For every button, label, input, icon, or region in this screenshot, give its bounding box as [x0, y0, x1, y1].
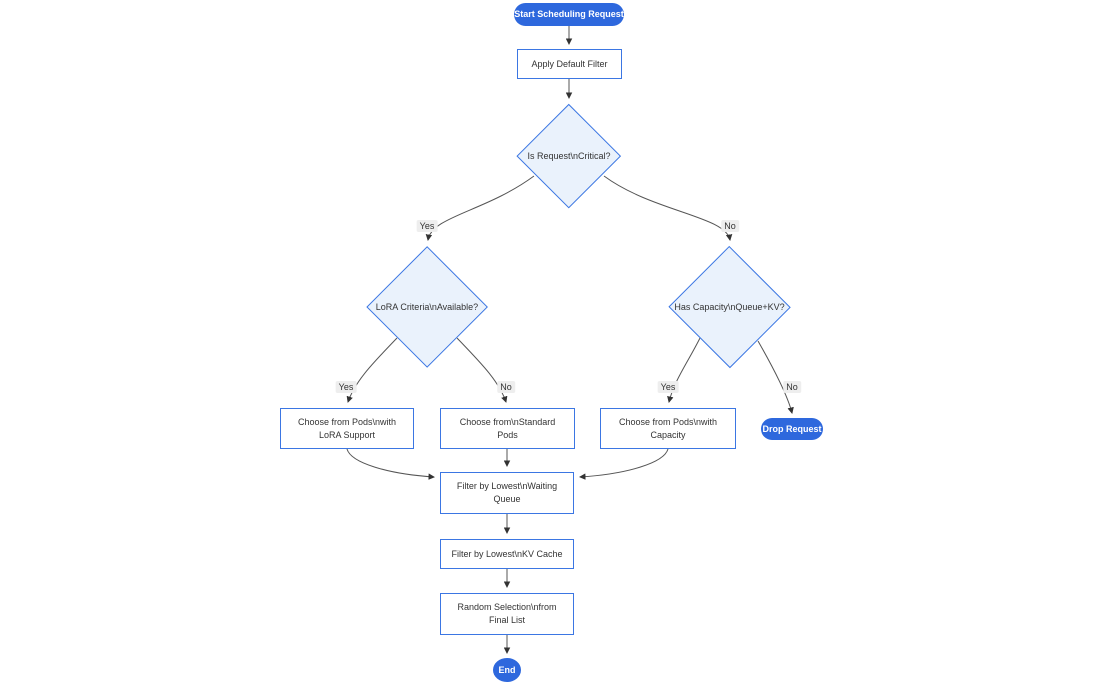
edge-label-critical-no: No	[721, 220, 739, 232]
edge-lora-no-to-choose-standard-pods	[456, 337, 508, 403]
node-choose-pods-capacity: Choose from Pods\nwith Capacity	[600, 408, 736, 449]
node-label: End	[498, 664, 516, 675]
edge-choose-capacity-pods-to-filter-queue	[579, 448, 669, 480]
node-is-request-critical: Is Request\nCritical?	[517, 104, 621, 208]
node-drop-request: Drop Request	[761, 418, 823, 440]
edge-is-critical-yes-to-lora	[425, 175, 535, 241]
node-end: End	[493, 658, 521, 682]
node-label: Start Scheduling Request	[514, 9, 624, 19]
node-label: Filter by Lowest\nWaiting Queue	[456, 481, 558, 504]
node-label: Choose from Pods\nwith LoRA Support	[297, 416, 397, 440]
node-label: Apply Default Filter	[531, 58, 608, 69]
node-label: LoRA Criteria\nAvailable?	[375, 301, 479, 312]
edge-label-capacity-yes: Yes	[657, 381, 679, 393]
node-label: Drop Request	[762, 423, 822, 434]
node-label: Filter by Lowest\nKV Cache	[451, 548, 563, 559]
node-filter-lowest-waiting-queue: Filter by Lowest\nWaiting Queue	[440, 472, 574, 514]
node-label: Random Selection\nfrom Final List	[457, 602, 557, 625]
edge-is-critical-no-to-capacity	[603, 175, 733, 241]
node-label: Choose from Pods\nwith Capacity	[618, 416, 718, 440]
node-apply-default-filter: Apply Default Filter	[517, 49, 622, 79]
node-label: Choose from\nStandard Pods	[459, 416, 556, 440]
edge-label-lora-yes: Yes	[335, 381, 357, 393]
node-label: Is Request\nCritical?	[527, 150, 611, 161]
node-has-capacity-queue-kv: Has Capacity\nQueue+KV?	[668, 245, 791, 369]
node-random-selection-final-list: Random Selection\nfrom Final List	[440, 593, 574, 635]
edge-label-critical-yes: Yes	[416, 220, 438, 232]
node-choose-pods-lora-support: Choose from Pods\nwith LoRA Support	[280, 408, 414, 449]
edge-choose-lora-pods-to-filter-queue	[346, 448, 435, 480]
node-filter-lowest-kv-cache: Filter by Lowest\nKV Cache	[440, 539, 574, 569]
node-lora-criteria-available: LoRA Criteria\nAvailable?	[365, 245, 488, 368]
node-choose-standard-pods: Choose from\nStandard Pods	[440, 408, 575, 449]
node-start-scheduling-request: Start Scheduling Request	[514, 3, 624, 26]
edge-lora-yes-to-choose-lora-pods	[346, 337, 398, 403]
edge-capacity-yes-to-choose-capacity-pods	[667, 337, 701, 403]
node-label: Has Capacity\nQueue+KV?	[674, 301, 785, 312]
edge-capacity-no-to-drop-request	[757, 340, 794, 414]
edge-label-capacity-no: No	[783, 381, 801, 393]
edge-label-lora-no: No	[497, 381, 515, 393]
